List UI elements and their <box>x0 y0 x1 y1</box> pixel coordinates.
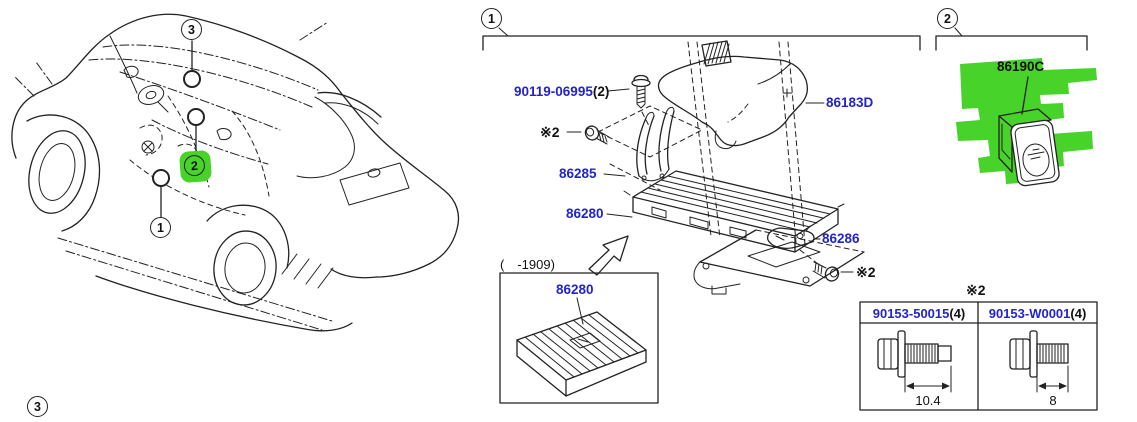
exploded-diagram <box>499 40 865 404</box>
table-header-50015: 90153-50015(4) <box>861 306 977 321</box>
part-qty: (2) <box>592 84 610 99</box>
table-ref-mark: ※2 <box>966 282 986 298</box>
car-callout-2-badge: 2 <box>183 154 206 177</box>
screw-50015-drawing <box>877 330 952 393</box>
part-qty: (4) <box>949 306 966 321</box>
label-86183D: 86183D <box>826 95 874 110</box>
section2-callout-badge: 2 <box>937 8 958 29</box>
part-number: 90153-50015 <box>872 306 950 321</box>
arrow-icon <box>588 235 629 276</box>
label-86285: 86285 <box>559 166 597 181</box>
amplifier-86280 <box>606 170 845 253</box>
label-86280: 86280 <box>566 206 604 221</box>
dimension-50015: 10.4 <box>915 393 941 408</box>
bolt-left <box>566 125 610 145</box>
car-callout-1-badge: 1 <box>150 217 171 238</box>
ref-mark-right: ※2 <box>856 264 876 280</box>
fastener-table-linework <box>859 301 1098 411</box>
bracket-86285 <box>597 105 703 191</box>
label-86190C: 86190C <box>997 59 1045 74</box>
label-90119-06995: 90119-06995(2) <box>514 84 609 99</box>
table-header-w0001: 90153-W0001(4) <box>979 306 1096 321</box>
cover-connector <box>701 40 732 67</box>
screw-w0001-drawing <box>1009 330 1069 393</box>
screw-90119 <box>607 74 651 129</box>
variant-range-label: ( -1909) <box>500 257 555 272</box>
dimension-w0001: 8 <box>1049 393 1057 408</box>
cover-86183D <box>657 55 825 150</box>
bolt-right <box>812 261 854 282</box>
part-qty: (4) <box>1070 306 1087 321</box>
section2-part <box>956 58 1097 187</box>
mount-tray <box>693 229 865 295</box>
section1-bracket <box>482 27 921 51</box>
usb-adapter-86190C <box>998 76 1060 187</box>
bracket-86286 <box>766 225 821 265</box>
part-number: 90153-W0001 <box>988 306 1071 321</box>
car-drawing <box>11 13 460 332</box>
variant-label-86280: 86280 <box>556 282 594 297</box>
section1-callout-badge: 1 <box>481 8 502 29</box>
green-highlight-blob <box>956 58 1097 184</box>
car-callout-2-highlight: 2 <box>178 149 213 184</box>
section2-bracket <box>935 27 1088 51</box>
part-number: 90119-06995 <box>514 84 593 99</box>
car-callout-3-badge: 3 <box>181 19 202 40</box>
corner-callout-3-badge: 3 <box>27 396 48 417</box>
label-86286: 86286 <box>822 231 860 246</box>
ref-mark-left: ※2 <box>540 124 560 140</box>
car-callout-markers <box>152 40 205 218</box>
variant-box <box>499 272 659 404</box>
